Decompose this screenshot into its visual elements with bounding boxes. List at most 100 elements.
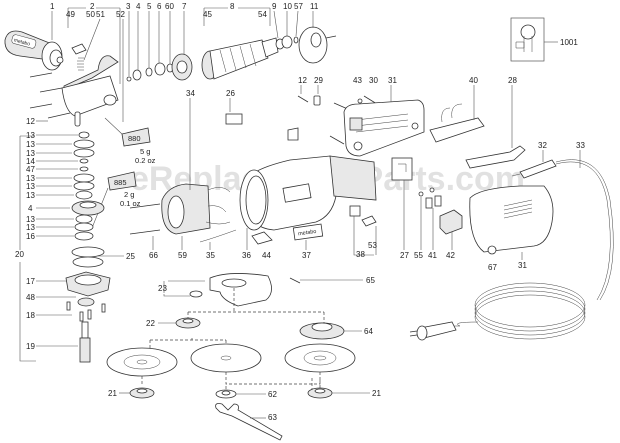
label-41: 41 [428, 251, 437, 260]
field-coil: 59 66 [129, 183, 231, 260]
gear-housing [61, 55, 119, 117]
label-13-f: 13 [26, 191, 35, 200]
label-34: 34 [186, 89, 195, 98]
label-1001: 1001 [560, 38, 578, 47]
label-13-d: 13 [26, 174, 35, 183]
label-49: 49 [66, 10, 75, 19]
label-5: 5 [147, 2, 152, 11]
label-6: 6 [157, 2, 162, 11]
label-1: 1 [50, 2, 55, 11]
label-60: 60 [165, 2, 174, 11]
label-7: 7 [182, 2, 187, 11]
inset-detail-1001: 1001 [510, 17, 578, 62]
armature [201, 35, 299, 80]
grease-885-weight: 2 g [124, 190, 134, 199]
clamp-nut-21-right: 21 [307, 387, 381, 399]
label-42: 42 [446, 251, 455, 260]
label-13-a: 13 [26, 131, 35, 140]
cable-sleeve: 32 [511, 141, 557, 179]
label-37: 37 [302, 251, 311, 260]
label-55: 55 [414, 251, 423, 260]
label-25: 25 [126, 252, 135, 261]
label-57: 57 [294, 2, 303, 11]
label-33: 33 [576, 141, 585, 150]
grease-880: 880 5 g 0.2 oz [104, 117, 156, 165]
plate-brand: metabo [298, 229, 317, 237]
label-22: 22 [146, 319, 155, 328]
label-67: 67 [488, 263, 497, 272]
switch-assembly: 40 [429, 76, 485, 143]
screws-12-29-43-30: 12 29 43 30 [297, 76, 378, 145]
fan-baffle [298, 26, 337, 64]
label-14: 14 [26, 157, 35, 166]
label-48: 48 [26, 293, 35, 302]
label-63: 63 [268, 413, 277, 422]
label-32: 32 [538, 141, 547, 150]
bearing-parts-3-to-7 [126, 53, 193, 82]
label-16: 16 [26, 232, 35, 241]
screws-left [29, 72, 81, 127]
label-36: 36 [242, 251, 251, 260]
label-31-bottom: 31 [518, 261, 527, 270]
grease-880-weight: 5 g [140, 147, 150, 156]
label-12-left: 12 [26, 117, 35, 126]
label-3: 3 [126, 2, 131, 11]
label-43: 43 [353, 76, 362, 85]
label-13-e: 13 [26, 182, 35, 191]
side-handle[interactable]: metabo [4, 30, 64, 71]
label-44: 44 [262, 251, 271, 260]
label-35: 35 [206, 251, 215, 260]
spring-35: 35 [199, 229, 237, 260]
label-28: 28 [508, 76, 517, 85]
label-20: 20 [15, 250, 24, 259]
clamp-nut-21-left: 21 [108, 387, 155, 399]
label-13-b: 13 [26, 140, 35, 149]
clamp-nut-62: 62 [215, 389, 277, 399]
spring-lock [71, 43, 87, 71]
label-29: 29 [314, 76, 323, 85]
backing-pad-64: 64 [299, 322, 373, 340]
label-26: 26 [226, 89, 235, 98]
label-17: 17 [26, 277, 35, 286]
bearing-flange-17 [65, 271, 111, 322]
label-65: 65 [366, 276, 375, 285]
seal-26: 26 [225, 89, 299, 141]
label-27: 27 [400, 251, 409, 260]
label-53: 53 [368, 241, 377, 250]
switch-cover: 31 [343, 76, 425, 157]
label-2: 2 [90, 2, 95, 11]
label-50: 50 [86, 10, 95, 19]
grease-880-oz: 0.2 oz [135, 156, 156, 165]
label-45: 45 [203, 10, 212, 19]
label-9: 9 [272, 2, 277, 11]
label-4-top: 4 [136, 2, 141, 11]
cable-clamp-38: 53 38 [349, 205, 377, 259]
label-13-c: 13 [26, 149, 35, 158]
label-30: 30 [369, 76, 378, 85]
label-11: 11 [310, 2, 319, 11]
label-59: 59 [178, 251, 187, 260]
power-cable[interactable]: 33 [450, 141, 614, 340]
washer-stack [71, 131, 105, 268]
label-52: 52 [116, 10, 125, 19]
label-10: 10 [283, 2, 292, 11]
switch-lever: 28 [465, 76, 526, 169]
label-21-right: 21 [372, 389, 381, 398]
label-12-top: 12 [298, 76, 307, 85]
label-18: 18 [26, 311, 35, 320]
grinding-disc-right [284, 343, 356, 373]
left-stack-leaders [36, 134, 78, 347]
grease-885: 885 2 g 0.1 oz [91, 171, 141, 229]
pin-spanner-63: 63 [215, 403, 283, 441]
label-62: 62 [268, 390, 277, 399]
label-8: 8 [230, 2, 235, 11]
name-plate: metabo 37 44 [251, 223, 324, 260]
grinding-disc-left [106, 347, 178, 377]
top-labels: 1 2 49 50 51 52 3 4 5 6 60 7 8 45 54 9 1… [50, 2, 319, 122]
grease-885-code: 885 [114, 178, 127, 187]
flange-nut-22: 22 [146, 317, 201, 329]
label-54: 54 [258, 10, 267, 19]
label-13-h: 13 [26, 223, 35, 232]
spindle-19 [79, 321, 91, 363]
